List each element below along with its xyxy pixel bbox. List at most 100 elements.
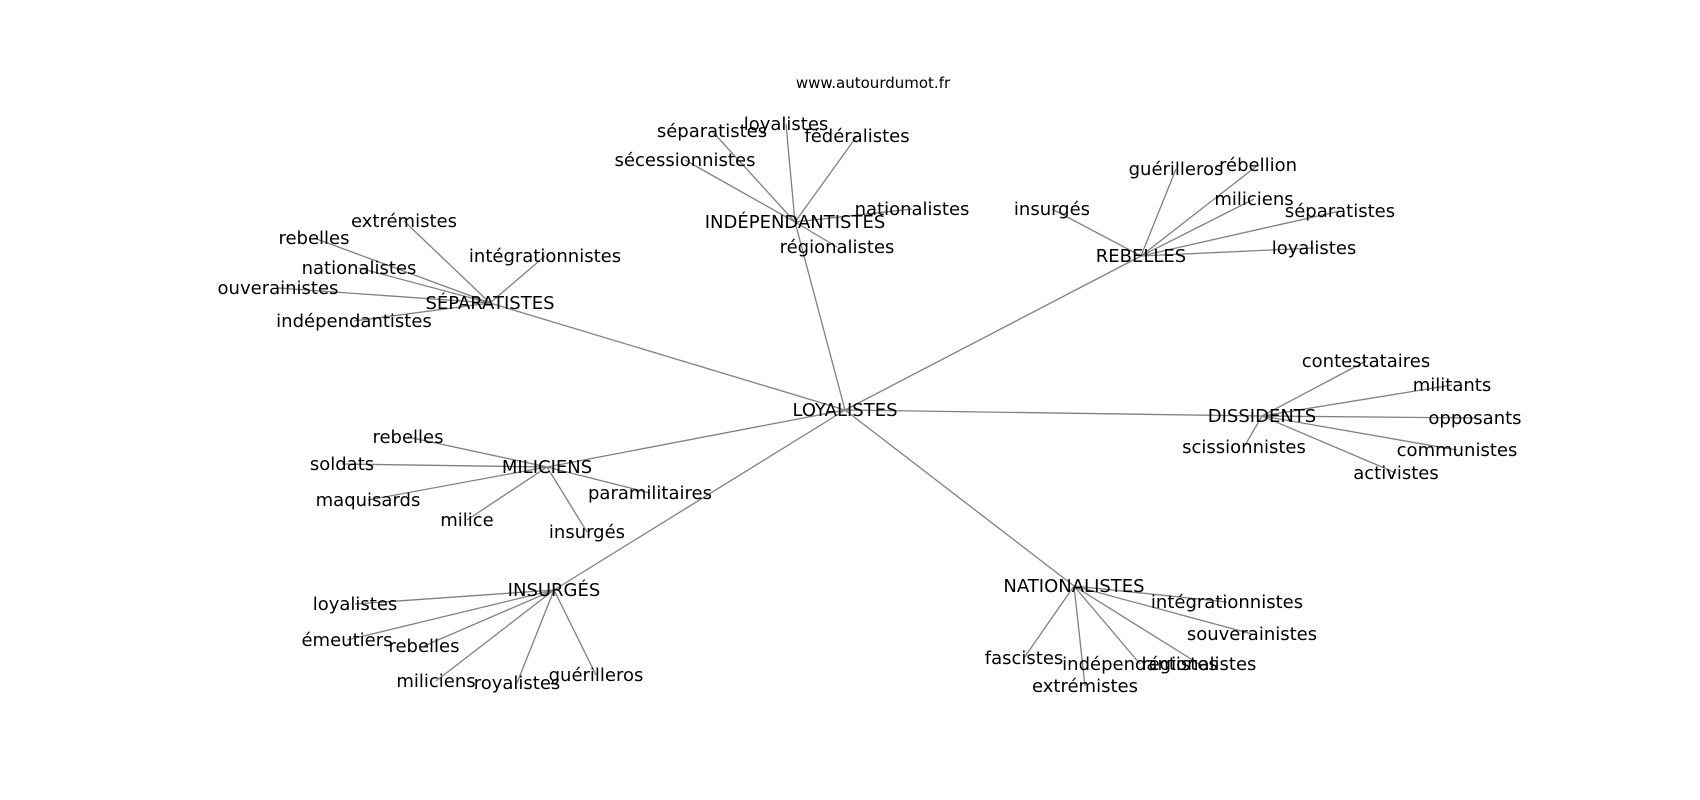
leaf-word: communistes xyxy=(1397,440,1518,461)
edge-hub-to-leaf xyxy=(1261,415,1397,474)
edge-hub-to-leaf xyxy=(1073,585,1228,603)
center-word: LOYALISTES xyxy=(792,400,897,421)
leaf-word: extrémistes xyxy=(1032,676,1138,697)
leaf-word: rébellion xyxy=(1219,155,1297,176)
edge-hub-to-leaf xyxy=(1140,168,1177,257)
labels-layer: www.autourdumot.fr séparatistesloyaliste… xyxy=(218,74,1522,697)
leaf-word: opposants xyxy=(1428,408,1521,429)
leaf-word: loyalistes xyxy=(744,114,829,135)
edge-hub-to-leaf xyxy=(407,436,548,468)
leaf-word: ouverainistes xyxy=(218,278,339,299)
leaf-word: intégrationnistes xyxy=(1151,592,1303,613)
leaf-word: émeutiers xyxy=(301,630,392,651)
edge-hub-to-leaf xyxy=(489,255,546,304)
edge-center-to-hub xyxy=(489,302,846,411)
edge-hub-to-leaf xyxy=(1023,585,1075,659)
edge-hub-to-leaf xyxy=(423,589,555,647)
edge-hub-to-leaf xyxy=(553,589,597,676)
edge-hub-to-leaf xyxy=(794,208,913,223)
leaf-word: loyalistes xyxy=(313,594,398,615)
leaf-word: activistes xyxy=(1353,463,1439,484)
edge-hub-to-leaf xyxy=(1073,585,1253,635)
edge-center-to-hub xyxy=(794,221,846,411)
leaf-word: soldats xyxy=(310,454,374,475)
leaf-word: milice xyxy=(440,510,494,531)
edge-hub-to-leaf xyxy=(354,589,555,605)
leaf-word: indépendantistes xyxy=(1062,654,1218,675)
leaf-word: nationalistes xyxy=(855,199,970,220)
hub-word: DISSIDENTS xyxy=(1208,406,1316,427)
leaf-word: guérilleros xyxy=(1129,159,1224,180)
edge-hub-to-leaf xyxy=(794,221,838,248)
edge-center-to-hub xyxy=(546,409,846,468)
edge-hub-to-leaf xyxy=(1073,585,1141,665)
leaf-word: nationalistes xyxy=(302,258,417,279)
edge-hub-to-leaf xyxy=(466,466,548,521)
edge-hub-to-leaf xyxy=(516,589,555,684)
leaf-word: contestataires xyxy=(1302,351,1430,372)
leaf-word: loyalistes xyxy=(1272,238,1357,259)
edge-hub-to-leaf xyxy=(1243,415,1263,448)
edge-hub-to-leaf xyxy=(1140,198,1255,257)
hub-word: SÉPARATISTES xyxy=(425,292,554,314)
leaf-word: fascistes xyxy=(985,648,1064,669)
leaf-word: miliciens xyxy=(396,671,475,692)
edge-hub-to-leaf xyxy=(1051,208,1142,257)
leaf-word: sécessionnistes xyxy=(615,150,756,171)
leaf-word: scissionnistes xyxy=(1182,437,1306,458)
edge-hub-to-leaf xyxy=(1261,415,1476,419)
edge-hub-to-leaf xyxy=(435,589,555,682)
hub-word: NATIONALISTES xyxy=(1003,576,1144,597)
leaf-word: rebelles xyxy=(388,636,459,657)
leaf-word: séparatistes xyxy=(657,121,767,142)
edge-center-to-hub xyxy=(844,409,1075,587)
leaf-word: souverainistes xyxy=(1187,624,1317,645)
hub-word: MILICIENS xyxy=(502,457,592,478)
edge-hub-to-leaf xyxy=(341,463,548,468)
leaf-word: rebelles xyxy=(278,228,349,249)
hub-word: REBELLES xyxy=(1096,246,1186,267)
edge-hub-to-leaf xyxy=(1261,360,1367,417)
edge-center-to-hub xyxy=(553,409,846,591)
leaf-word: militants xyxy=(1413,375,1491,396)
leaf-word: régionalistes xyxy=(780,237,895,258)
edge-hub-to-leaf xyxy=(1140,210,1341,257)
edge-hub-to-leaf xyxy=(1073,585,1200,665)
edge-hub-to-leaf xyxy=(546,466,588,533)
edge-center-to-hub xyxy=(844,409,1263,417)
edge-hub-to-leaf xyxy=(1140,164,1259,257)
hub-word: INSURGÉS xyxy=(508,579,601,601)
leaf-word: royalistes xyxy=(474,673,561,694)
leaf-word: indépendantistes xyxy=(276,311,432,332)
edge-hub-to-leaf xyxy=(794,135,858,223)
edge-hub-to-leaf xyxy=(546,466,651,494)
edge-hub-to-leaf xyxy=(1073,585,1086,687)
edge-hub-to-leaf xyxy=(1140,247,1315,257)
leaf-word: rebelles xyxy=(372,427,443,448)
edge-hub-to-leaf xyxy=(313,237,491,304)
edge-hub-to-leaf xyxy=(684,159,796,223)
leaf-word: insurgés xyxy=(549,522,625,543)
leaf-word: régionalistes xyxy=(1142,654,1257,675)
edge-hub-to-leaf xyxy=(346,589,555,641)
source-watermark: www.autourdumot.fr xyxy=(796,74,951,92)
edges-layer xyxy=(277,123,1476,687)
leaf-word: séparatistes xyxy=(1285,201,1395,222)
leaf-word: miliciens xyxy=(1214,189,1293,210)
leaf-word: insurgés xyxy=(1014,199,1090,220)
edge-hub-to-leaf xyxy=(353,302,491,322)
leaf-word: intégrationnistes xyxy=(469,246,621,267)
edge-hub-to-leaf xyxy=(367,466,548,501)
edge-hub-to-leaf xyxy=(711,130,796,223)
edge-hub-to-leaf xyxy=(1261,415,1458,451)
hub-word: INDÉPENDANTISTES xyxy=(705,211,886,233)
edge-hub-to-leaf xyxy=(1261,384,1453,417)
leaf-word: maquisards xyxy=(316,490,421,511)
edge-hub-to-leaf xyxy=(785,123,796,223)
edge-hub-to-leaf xyxy=(277,287,491,304)
leaf-word: fédéralistes xyxy=(804,126,909,147)
leaf-word: extrémistes xyxy=(351,211,457,232)
leaf-word: guérilleros xyxy=(549,665,644,686)
leaf-word: paramilitaires xyxy=(588,483,712,504)
